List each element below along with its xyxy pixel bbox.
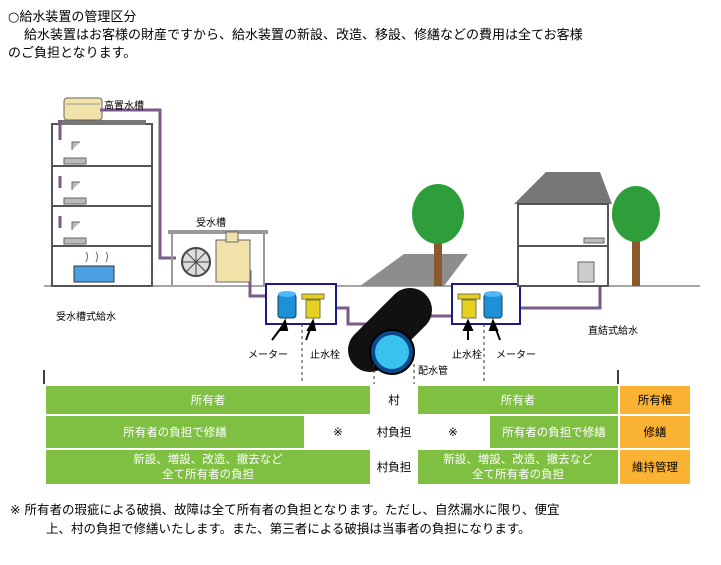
- pointer-arrows: [271, 318, 501, 341]
- road: [360, 254, 468, 286]
- cell-mark-right: ※: [416, 414, 490, 450]
- meter-box-left: [265, 283, 337, 325]
- label-meter-left: メーター: [248, 350, 288, 361]
- table-row: 新設、増設、改造、撤去など 全て所有者の負担 村負担 新設、増設、改造、撤去など…: [44, 448, 692, 486]
- water-supply-illustration: [43, 97, 700, 384]
- meter-box-right: [451, 283, 521, 325]
- label-distribution-pipe: 配水管: [418, 366, 448, 377]
- apartment-building: [51, 120, 153, 287]
- heading: ○給水装置の管理区分: [8, 10, 137, 25]
- table-row: 所有者 村 所有者 所有権: [44, 384, 692, 416]
- elevated-tank: [63, 97, 103, 121]
- cell-maintenance-left-line2: 全て所有者の負担: [162, 467, 254, 481]
- cell-owner-right: 所有者: [416, 384, 620, 416]
- cell-category-repair: 修繕: [618, 414, 692, 450]
- label-receiving-tank: 受水槽: [196, 218, 226, 229]
- cell-repair-right: 所有者の負担で修繕: [488, 414, 620, 450]
- label-meter-right: メーター: [496, 350, 536, 361]
- boundary-dashes: [301, 324, 485, 384]
- footnote-line-1: ※ 所有者の瑕疵による破損、故障は全て所有者の負担となります。ただし、自然漏水に…: [10, 502, 560, 517]
- cell-village: 村: [370, 384, 418, 416]
- cell-maintenance-left-line1: 新設、増設、改造、撤去など: [133, 452, 283, 466]
- cell-village-burden-maintenance: 村負担: [370, 448, 418, 486]
- cell-maintenance-left: 新設、増設、改造、撤去など 全て所有者の負担: [44, 448, 372, 486]
- tree-right: [612, 186, 660, 286]
- house: [514, 172, 612, 287]
- label-elevated-tank: 高置水槽: [104, 101, 144, 112]
- label-direct-supply: 直結式給水: [588, 326, 638, 337]
- label-stopcock-right: 止水栓: [452, 350, 482, 361]
- cell-maintenance-right: 新設、増設、改造、撤去など 全て所有者の負担: [416, 448, 620, 486]
- cell-repair-left: 所有者の負担で修繕: [44, 414, 306, 450]
- cell-mark-left: ※: [304, 414, 372, 450]
- intro-line-1: 給水装置はお客様の財産ですから、給水装置の新設、改造、移設、修繕などの費用は全て…: [24, 28, 583, 43]
- cell-owner-left: 所有者: [44, 384, 372, 416]
- tree-left: [412, 184, 464, 286]
- table-row: 所有者の負担で修繕 ※ 村負担 ※ 所有者の負担で修繕 修繕: [44, 414, 692, 450]
- label-stopcock-left: 止水栓: [310, 350, 340, 361]
- footnote: ※ 所有者の瑕疵による破損、故障は全て所有者の負担となります。ただし、自然漏水に…: [10, 500, 710, 538]
- label-receiving-tank-supply: 受水槽式給水: [56, 312, 116, 323]
- cell-category-ownership: 所有権: [618, 384, 692, 416]
- distribution-pipe: [348, 288, 432, 375]
- receiving-tank: [168, 230, 268, 286]
- management-table: 所有者 村 所有者 所有権 所有者の負担で修繕 ※ 村負担 ※ 所有者の負担で修…: [44, 384, 692, 486]
- cell-maintenance-right-line1: 新設、増設、改造、撤去など: [443, 452, 593, 466]
- cell-village-burden-repair: 村負担: [370, 414, 418, 450]
- cell-category-maintenance: 維持管理: [618, 448, 692, 486]
- intro-line-2: のご負担となります。: [8, 46, 137, 61]
- footnote-line-2: 上、村の負担で修繕いたします。また、第三者による破損は当事者の負担になります。: [46, 521, 531, 536]
- cell-maintenance-right-line2: 全て所有者の負担: [472, 467, 564, 481]
